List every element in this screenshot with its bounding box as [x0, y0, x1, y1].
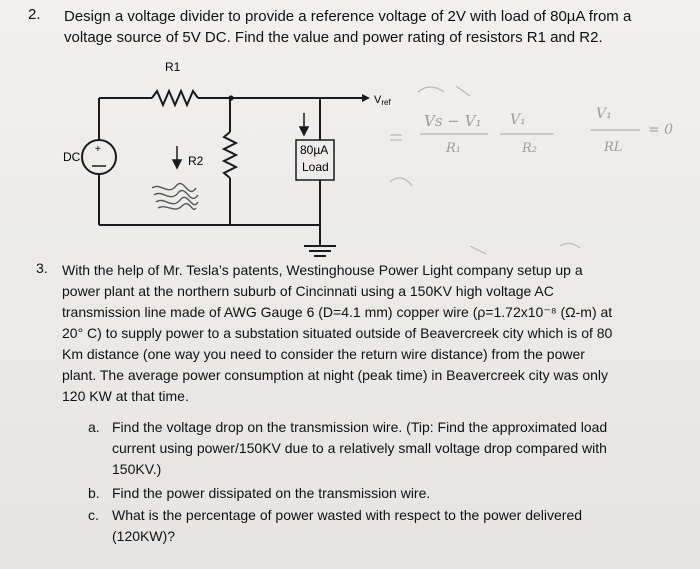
vref-arrow-icon [362, 94, 370, 102]
dc-source-icon [81, 139, 117, 175]
load-current-label: 80µA [300, 143, 328, 157]
r2-current-arrow-icon [171, 146, 183, 170]
sub-question-c-label: c. [88, 507, 99, 523]
note-eq-right: V₁ [596, 106, 612, 122]
question-3-line-1: With the help of Mr. Tesla’s patents, We… [62, 262, 583, 278]
sub-question-b-label: b. [88, 485, 100, 501]
vref-v: V [374, 94, 382, 106]
question-3-line-6: plant. The average power consumption at … [62, 367, 609, 383]
vref-subscript: ref [381, 98, 391, 107]
dc-label: DC [63, 150, 81, 164]
note-eq-mid: V₁ [510, 112, 526, 128]
question-2-text: Design a voltage divider to provide a re… [64, 6, 674, 48]
note-eq-right-den: RL [603, 140, 622, 155]
question-3-line-2: power plant at the northern suburb of Ci… [62, 283, 554, 299]
question-3-line-5: Km distance (one way you need to conside… [62, 346, 585, 362]
ink-scribble [151, 183, 199, 211]
question-3-number: 3. [36, 260, 48, 276]
sub-question-a-line-1: Find the voltage drop on the transmissio… [112, 419, 608, 435]
r2-label: R2 [188, 154, 204, 168]
vref-label: Vref [374, 94, 391, 107]
r2-resistor [221, 131, 239, 179]
note-eq-left-den: R₁ [445, 141, 461, 156]
r1-resistor [151, 88, 199, 108]
load-box [295, 139, 335, 181]
junction-dot [228, 95, 234, 101]
question-3-line-3: transmission line made of AWG Gauge 6 (D… [62, 304, 613, 320]
load-current-arrow-icon [298, 113, 310, 137]
r1-label: R1 [165, 60, 181, 74]
sub-question-c-line-1: What is the percentage of power wasted w… [112, 507, 583, 523]
note-eq-left: Vs − V₁ [424, 112, 481, 130]
handwritten-notes [389, 85, 640, 255]
note-eq-zero: = 0 [648, 122, 673, 138]
note-eq-mid-den: R₂ [521, 141, 537, 156]
load-label: Load [302, 160, 329, 174]
sub-question-a-line-2: current using power/150KV due to a relat… [112, 440, 607, 456]
question-2-number: 2. [28, 6, 41, 23]
question-3-text: With the help of Mr. Tesla’s patents, We… [62, 260, 662, 407]
sub-question-a-label: a. [88, 419, 100, 435]
sub-question-b-line-1: Find the power dissipated on the transmi… [112, 485, 431, 501]
question-2-line-2: voltage source of 5V DC. Find the value … [64, 29, 603, 46]
question-3-line-7: 120 KW at that time. [62, 388, 189, 404]
sub-question-c-line-2: (120KW)? [112, 528, 176, 544]
question-3-line-4: 20° C) to supply power to a substation s… [62, 325, 613, 341]
sub-question-a-line-3: 150KV.) [112, 461, 162, 477]
question-2-line-1: Design a voltage divider to provide a re… [64, 8, 632, 25]
plus-sign: + [95, 144, 101, 155]
